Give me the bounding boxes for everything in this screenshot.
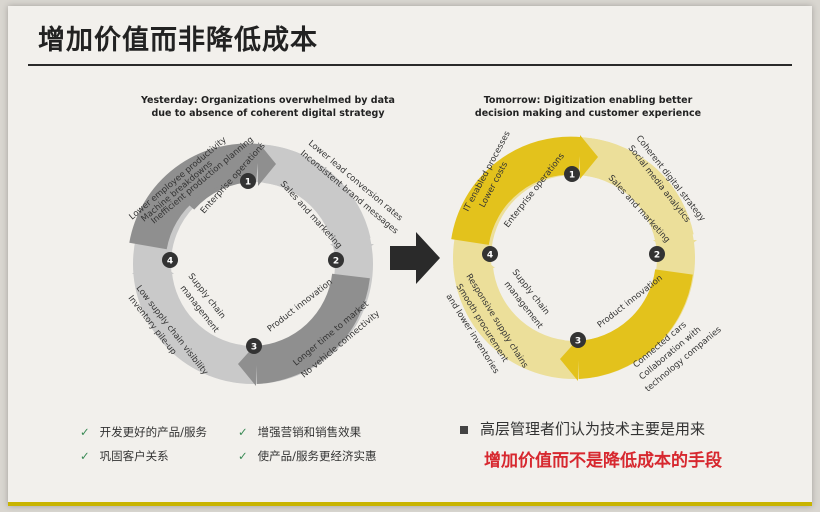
benefit-text: 开发更好的产品/服务 xyxy=(99,425,208,439)
right-badge-4-text: 4 xyxy=(487,251,493,261)
left-ring-segment-3 xyxy=(254,273,370,384)
cycle-diagrams: 1 2 3 4 Enterprise operations Sales and … xyxy=(126,129,724,394)
slide: 增加价值而非降低成本 Yesterday: Organizations over… xyxy=(8,6,812,506)
title-divider xyxy=(28,64,792,66)
left-badge-3 xyxy=(246,338,262,354)
left-ring-segment-4 xyxy=(134,271,244,383)
right-arrowhead-1 xyxy=(580,135,598,179)
left-badge-1-text: 1 xyxy=(245,178,251,188)
right-ring-segment-2 xyxy=(584,138,694,243)
benefit-item: ✓ 巩固客户关系 xyxy=(80,448,169,464)
conclusion-line-1: 高层管理者们认为技术主要是用来 xyxy=(460,418,705,439)
left-arrowhead-4 xyxy=(132,256,174,274)
right-badge-2 xyxy=(649,246,665,262)
right-badge-1 xyxy=(564,166,580,182)
left-caption-line1: Yesterday: Organizations overwhelmed by … xyxy=(141,95,395,106)
conclusion-line-1-text: 高层管理者们认为技术主要是用来 xyxy=(480,420,706,438)
left-caption: Yesterday: Organizations overwhelmed by … xyxy=(118,94,418,120)
right-arrowhead-4 xyxy=(453,250,495,268)
arrow-right-icon xyxy=(390,232,440,284)
right-ring: 1 2 3 4 Enterprise operations Sales and … xyxy=(443,129,724,394)
benefit-item: ✓ 使产品/服务更经济实惠 xyxy=(238,448,377,464)
right-badge-3 xyxy=(570,332,586,348)
right-badge-4 xyxy=(482,246,498,262)
benefit-item: ✓ 开发更好的产品/服务 xyxy=(80,424,207,440)
left-caption-line2: due to absence of coherent digital strat… xyxy=(151,108,385,119)
benefit-item: ✓ 增强营销和销售效果 xyxy=(238,424,361,440)
left-arrowhead-1 xyxy=(258,142,276,186)
check-icon: ✓ xyxy=(80,449,90,463)
left-ring-segment-2 xyxy=(262,145,371,247)
left-badge-1 xyxy=(240,173,256,189)
right-ring-segment-1 xyxy=(451,136,582,246)
left-badge-4 xyxy=(162,252,178,268)
right-ring-segment-3 xyxy=(576,268,693,379)
left-ring: 1 2 3 4 Enterprise operations Sales and … xyxy=(126,135,405,386)
left-badge-2 xyxy=(328,252,344,268)
right-badge-3-text: 3 xyxy=(575,337,581,347)
bottom-accent-bar xyxy=(8,502,812,506)
benefit-text: 巩固客户关系 xyxy=(99,449,169,463)
check-icon: ✓ xyxy=(238,425,248,439)
right-arrowhead-3 xyxy=(560,339,578,381)
check-icon: ✓ xyxy=(80,425,90,439)
left-badge-2-text: 2 xyxy=(333,257,339,267)
left-arrowhead-3 xyxy=(238,344,256,386)
left-badge-3-text: 3 xyxy=(251,343,257,353)
slide-title: 增加价值而非降低成本 xyxy=(38,25,318,56)
right-ring-segment-4 xyxy=(455,265,566,378)
right-badge-1-text: 1 xyxy=(569,171,575,181)
right-caption-line2: decision making and customer experience xyxy=(474,108,702,119)
conclusion-line-2: 增加价值而不是降低成本的手段 xyxy=(484,451,722,471)
right-caption: Tomorrow: Digitization enabling better d… xyxy=(438,94,738,120)
check-icon: ✓ xyxy=(238,449,248,463)
square-bullet-icon xyxy=(460,425,468,434)
right-badge-2-text: 2 xyxy=(654,251,660,261)
benefit-text: 使产品/服务更经济实惠 xyxy=(257,449,377,463)
right-caption-line1: Tomorrow: Digitization enabling better xyxy=(483,95,693,106)
left-ring-segment-1-arc xyxy=(129,143,260,250)
left-arrowhead-2 xyxy=(330,244,374,262)
right-arrowhead-2 xyxy=(653,240,697,258)
benefit-text: 增强营销和销售效果 xyxy=(257,425,362,439)
left-badge-4-text: 4 xyxy=(167,257,173,267)
